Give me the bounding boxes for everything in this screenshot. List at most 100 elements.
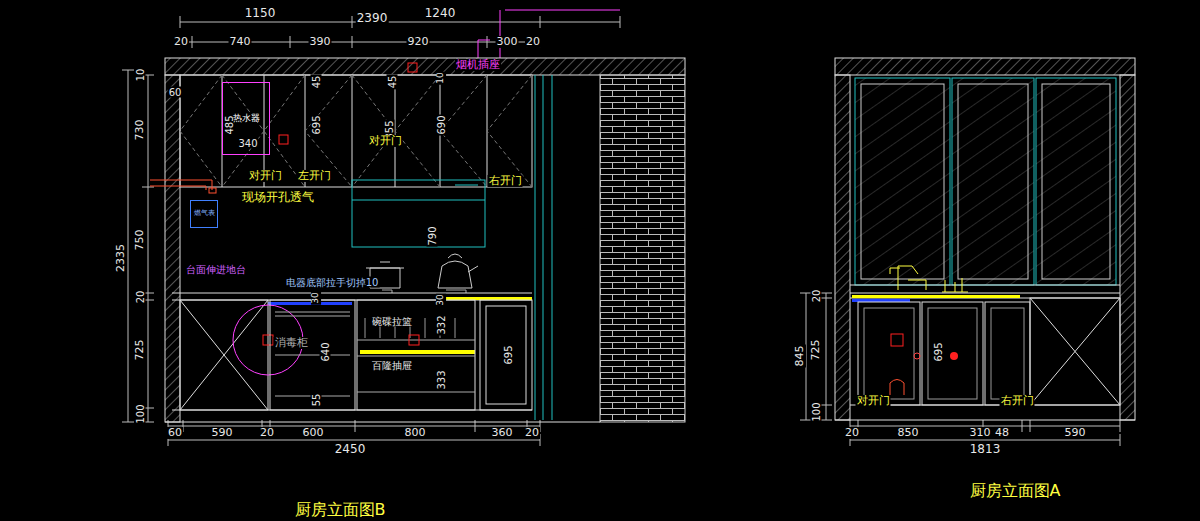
socket-leader-part [478, 10, 620, 58]
elevation-a-part [864, 308, 914, 399]
dimension-text: 2335 [115, 243, 127, 273]
node-text: 热水器 [233, 114, 260, 124]
elevation-b-part [180, 300, 268, 410]
elevation-b-part [352, 180, 485, 247]
elevation-a-part [958, 84, 1028, 279]
dimension-text: 695 [933, 341, 944, 362]
dimension-text: 55 [311, 393, 322, 408]
dimension-text: 45 [311, 75, 322, 90]
dimension-text: 725 [134, 339, 146, 362]
dimension-text: 100 [811, 401, 822, 422]
elevation-b [150, 58, 685, 422]
dimension-text: 333 [436, 369, 447, 390]
annotation-text: 厨房立面图B [294, 501, 387, 519]
elevation-a-part [850, 293, 1120, 298]
elevation-a-part [1120, 75, 1135, 420]
dimension-text: 360 [491, 427, 514, 439]
dimension-text: 10 [135, 68, 146, 83]
elevation-a-part [861, 84, 944, 279]
dimension-text: 20 [525, 36, 541, 48]
elevation-a-part [852, 295, 1020, 298]
elevation-a-part [891, 334, 903, 346]
dimension-text: 740 [229, 36, 252, 48]
elevation-b-part [360, 350, 475, 354]
elevation-b-part [180, 75, 532, 187]
elevation-b-part [480, 300, 532, 410]
elevation-a-part [835, 405, 1135, 420]
elevation-a-part [858, 302, 920, 405]
node-text: 燃气表 [194, 210, 215, 218]
dimension-text: 590 [211, 427, 234, 439]
elevation-b-part [165, 75, 180, 422]
elevation-b-part [222, 75, 487, 187]
elevation-a [835, 58, 1135, 420]
elevation-a-part [950, 352, 958, 360]
elevation-b-part [438, 254, 478, 288]
annotation-text: 右开门 [488, 175, 523, 187]
dimension-text: 20 [844, 427, 860, 439]
elevation-b-part [279, 135, 288, 144]
dimension-text: 695 [311, 114, 322, 135]
annotation-text: 对开门 [368, 135, 403, 147]
elevation-a-part [922, 302, 983, 405]
elevation-b-part [209, 188, 216, 193]
dimension-text: 1813 [969, 443, 1002, 456]
dimension-text: 20 [811, 289, 822, 304]
dimension-text: 60 [167, 427, 183, 439]
dimension-text: 600 [302, 427, 325, 439]
elevation-b-part [165, 58, 685, 75]
elevation-b-part [357, 300, 475, 410]
dimension-text: 920 [407, 36, 430, 48]
dimension-text: 300 [496, 36, 519, 48]
elevation-a-part [1042, 84, 1110, 279]
elevation-b-part [150, 180, 212, 190]
water-heater-box: 热水器 [222, 82, 270, 155]
annotation-text: 消毒柜 [274, 337, 309, 349]
dimension-text: 30 [311, 291, 321, 304]
elevation-b-part [180, 75, 532, 187]
elevation-a-part [1030, 298, 1120, 405]
annotation-text: 左开门 [297, 170, 332, 182]
elevation-a-part [890, 266, 968, 292]
dimension-text: 695 [503, 344, 514, 365]
elevation-b-part [275, 312, 350, 396]
elevation-a-part [985, 302, 1030, 405]
elevation-b-part [600, 75, 685, 422]
dimension-text: 20 [524, 427, 540, 439]
elevation-a-part [850, 285, 1120, 286]
annotation-text: 电器底部拉手切掉10 [285, 277, 380, 288]
dimension-text: 45 [387, 75, 398, 90]
dimension-text: 750 [134, 229, 146, 252]
elevation-b-part [180, 300, 268, 410]
dimension-text: 725 [810, 339, 822, 362]
dimension-text: 390 [309, 36, 332, 48]
annotation-text: 对开门 [248, 170, 283, 182]
elevation-a-part [1036, 78, 1116, 285]
elevation-b-part [409, 335, 419, 345]
dimension-text: 340 [237, 138, 258, 149]
dimension-text: 332 [436, 314, 447, 335]
annotation-text: 百隆抽屉 [371, 360, 413, 371]
elevation-a-part [991, 308, 1024, 399]
dimension-text: 2450 [334, 443, 367, 456]
dimension-lines [122, 16, 1120, 446]
elevation-a-part [1030, 298, 1120, 405]
dimension-text: 20 [259, 427, 275, 439]
elevation-a-part [952, 78, 1034, 285]
annotation-text: 台面伸进地台 [185, 264, 247, 275]
dimension-text: 20 [173, 36, 189, 48]
elevation-a-part [914, 353, 920, 359]
annotation-text: 烟机插座 [455, 59, 501, 71]
dimension-text: 690 [436, 114, 447, 135]
elevation-b-part [263, 335, 273, 345]
dimension-text: 60 [168, 87, 183, 98]
gas-meter-box: 燃气表 [190, 200, 218, 228]
dimension-text: 1240 [424, 7, 457, 20]
dimension-text: 1150 [244, 7, 277, 20]
dimension-text: 10 [436, 71, 446, 84]
elevation-b-part [408, 63, 417, 72]
dimension-text: 845 [794, 345, 806, 368]
